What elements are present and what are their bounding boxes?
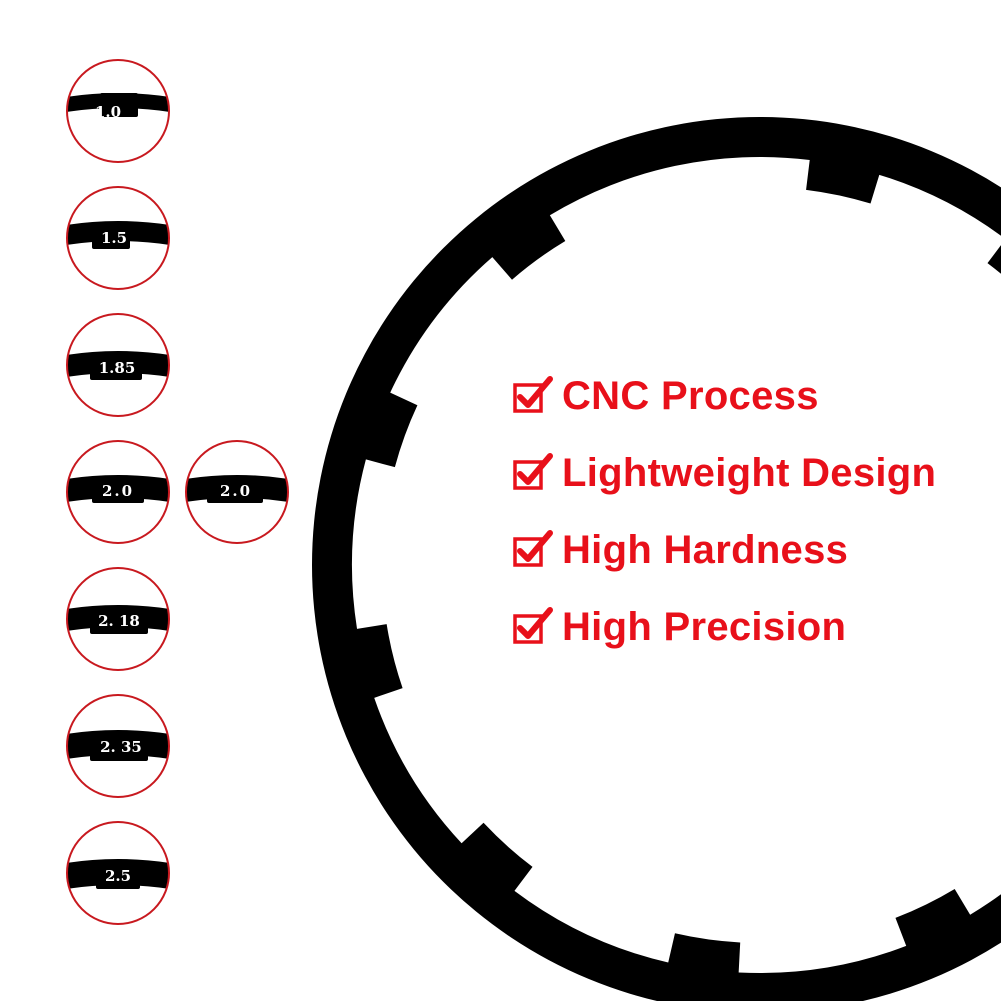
thickness-swatch: 1.5 [66, 186, 170, 290]
checkbox-checked-icon [513, 376, 553, 413]
feature-label: High Precision [562, 604, 847, 649]
feature-item: CNC Process [512, 373, 819, 419]
thickness-label: 2. 35 [100, 738, 142, 756]
thickness-label: 1.5 [101, 229, 127, 247]
thickness-label: 2.0 [220, 482, 252, 500]
thickness-swatch: 1.85 [66, 313, 170, 417]
checkbox-checked-icon [513, 453, 553, 490]
thickness-label: 1.85 [99, 359, 136, 377]
spacer-ring [312, 117, 1001, 1001]
thickness-swatch: 2. 35 [66, 694, 170, 798]
thickness-label: 2.0 [102, 482, 134, 500]
thickness-swatch: 1.0 [66, 59, 170, 163]
checkbox-checked-icon [513, 607, 553, 644]
feature-label: High Hardness [562, 527, 849, 572]
thickness-label: 2. 18 [98, 612, 140, 630]
feature-label: CNC Process [562, 373, 819, 418]
thickness-swatch: 2.5 [66, 821, 170, 925]
feature-label: Lightweight Design [562, 450, 937, 495]
thickness-swatch: 2.0 [66, 440, 170, 544]
thickness-label: 1.0 [95, 103, 121, 121]
feature-item: High Precision [512, 604, 846, 650]
thickness-label: 2.5 [105, 867, 131, 885]
thickness-swatch: 2.0 [185, 440, 289, 544]
feature-item: Lightweight Design [512, 450, 936, 496]
feature-item: High Hardness [512, 527, 848, 573]
thickness-swatch: 2. 18 [66, 567, 170, 671]
checkbox-checked-icon [513, 530, 553, 567]
